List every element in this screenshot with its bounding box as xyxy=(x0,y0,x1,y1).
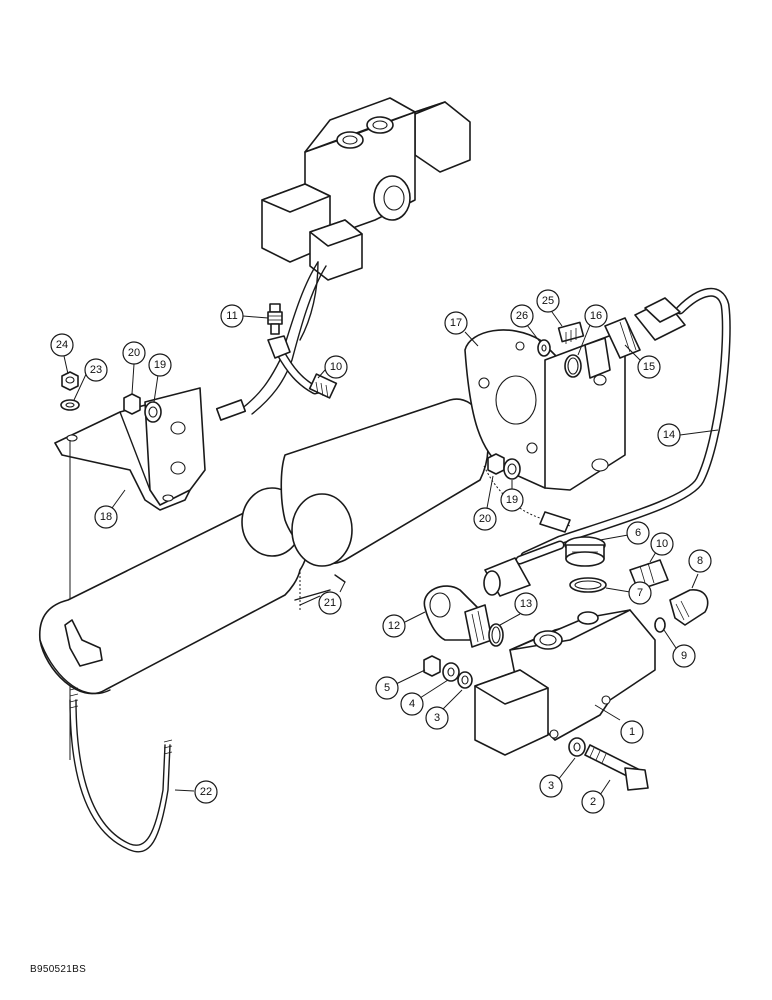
washer-19-left xyxy=(144,401,162,423)
svg-text:16: 16 xyxy=(590,310,602,322)
callout-16: 16 xyxy=(577,304,608,356)
svg-text:22: 22 xyxy=(200,786,212,798)
svg-text:2: 2 xyxy=(590,796,596,808)
upper-valve-assembly xyxy=(261,97,471,281)
callout-25: 25 xyxy=(536,289,563,327)
nut-20-left xyxy=(123,393,141,415)
svg-text:20: 20 xyxy=(128,347,140,359)
elbow-8 xyxy=(669,589,709,626)
svg-text:11: 11 xyxy=(226,310,237,322)
callout-3a: 3 xyxy=(425,689,463,730)
o-ring-7 xyxy=(569,577,607,593)
svg-text:3: 3 xyxy=(434,712,440,724)
svg-text:23: 23 xyxy=(90,364,102,376)
callout-8: 8 xyxy=(688,549,712,589)
svg-text:15: 15 xyxy=(643,361,655,373)
callout-14: 14 xyxy=(657,423,719,447)
callout-22: 22 xyxy=(174,780,218,804)
u-bolt-22 xyxy=(69,687,173,853)
washer-23 xyxy=(60,399,80,411)
bolt-2 xyxy=(584,744,649,791)
callout-17: 17 xyxy=(444,311,479,347)
svg-text:24: 24 xyxy=(56,339,68,351)
tank-21-lower xyxy=(39,487,309,695)
hose-fitting-10-upper xyxy=(267,335,338,399)
nut-24 xyxy=(61,371,79,391)
nut-5 xyxy=(423,655,441,677)
lockwasher-3-upper xyxy=(457,671,473,689)
callout-11: 11 xyxy=(220,304,269,328)
callout-4: 4 xyxy=(400,679,449,716)
fitting-15 xyxy=(584,317,641,379)
bolt-25 xyxy=(557,321,585,344)
callout-9: 9 xyxy=(663,629,696,668)
o-ring-13 xyxy=(488,623,504,647)
callout-23: 23 xyxy=(73,358,108,401)
svg-text:25: 25 xyxy=(542,295,554,307)
callout-21: 21 xyxy=(299,581,346,615)
svg-text:14: 14 xyxy=(663,429,675,441)
callout-1: 1 xyxy=(594,704,644,744)
callout-2: 2 xyxy=(581,779,611,814)
svg-text:17: 17 xyxy=(450,317,462,329)
washer-19-right xyxy=(503,458,521,480)
tube-14 xyxy=(520,287,731,561)
callout-24: 24 xyxy=(50,333,74,375)
fitting-11 xyxy=(267,303,283,335)
tank-21-upper xyxy=(280,398,489,567)
lockwasher-3-lower xyxy=(568,737,586,757)
figure-reference-code: B950521BS xyxy=(30,964,87,975)
svg-text:12: 12 xyxy=(388,620,400,632)
svg-text:10: 10 xyxy=(656,538,668,550)
nut-20-right xyxy=(487,453,505,475)
svg-text:20: 20 xyxy=(479,513,491,525)
callout-18: 18 xyxy=(94,489,126,529)
callout-3b: 3 xyxy=(539,757,576,798)
washer-26 xyxy=(537,339,551,357)
svg-text:21: 21 xyxy=(324,597,336,609)
svg-text:19: 19 xyxy=(154,359,166,371)
seal-9 xyxy=(654,617,666,633)
callout-19-left: 19 xyxy=(148,353,172,403)
callout-12: 12 xyxy=(382,611,426,638)
callout-19-right: 19 xyxy=(500,480,524,512)
svg-text:3: 3 xyxy=(548,780,554,792)
svg-text:7: 7 xyxy=(637,587,643,599)
washer-4 xyxy=(442,662,460,682)
callout-7: 7 xyxy=(605,581,652,605)
svg-text:10: 10 xyxy=(330,361,342,373)
svg-text:5: 5 xyxy=(384,682,390,694)
svg-text:18: 18 xyxy=(100,511,112,523)
callout-6: 6 xyxy=(599,521,650,545)
callout-15: 15 xyxy=(624,344,661,379)
hose-6-line xyxy=(483,540,565,597)
lower-valve-block-1 xyxy=(474,609,656,756)
o-ring-16 xyxy=(564,354,582,378)
callout-13: 13 xyxy=(499,592,538,626)
svg-text:19: 19 xyxy=(506,494,518,506)
svg-text:6: 6 xyxy=(635,527,641,539)
callout-20-left: 20 xyxy=(122,341,146,395)
svg-text:9: 9 xyxy=(681,650,687,662)
svg-text:1: 1 xyxy=(629,726,635,738)
callout-5: 5 xyxy=(375,669,426,700)
callout-20-right: 20 xyxy=(473,475,497,531)
elbow-12 xyxy=(423,585,493,648)
plug-6 xyxy=(564,536,606,567)
svg-text:26: 26 xyxy=(516,310,528,322)
svg-text:13: 13 xyxy=(520,598,532,610)
svg-text:8: 8 xyxy=(697,555,703,567)
callout-26: 26 xyxy=(510,304,541,343)
callout-10-upper: 10 xyxy=(317,355,348,379)
svg-text:4: 4 xyxy=(409,698,415,710)
callout-10-lower: 10 xyxy=(649,532,674,563)
